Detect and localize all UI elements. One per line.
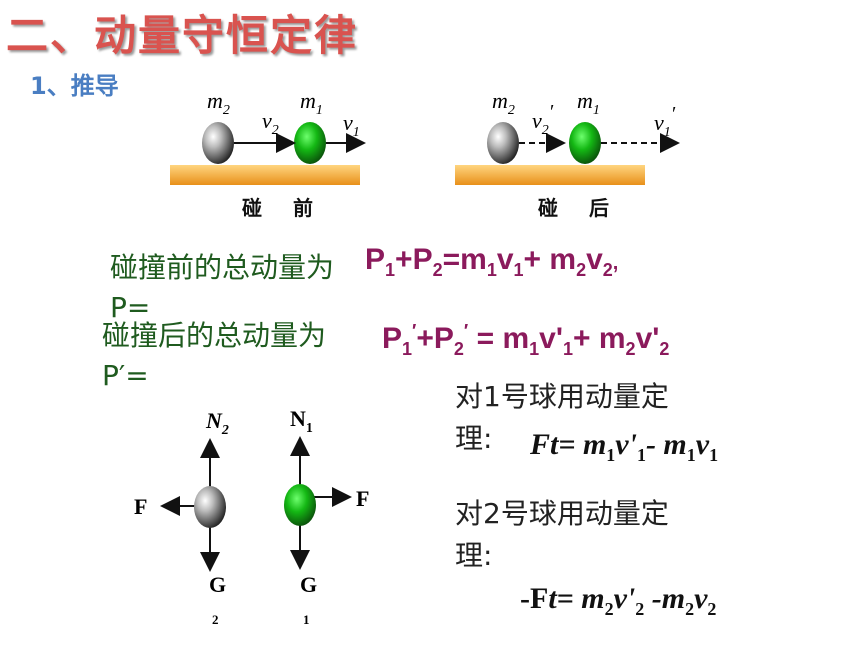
ball-m1-force — [284, 484, 316, 526]
caption-after: 碰 后 — [538, 196, 621, 220]
ball-m2-before — [202, 122, 234, 164]
label-f-left: F — [134, 494, 147, 519]
label-v1-after: v1′ — [654, 103, 676, 140]
theorem2-text: 对2号球用动量定理: — [455, 497, 669, 572]
label-g1: G — [300, 572, 317, 597]
label-v2-before: v2 — [262, 108, 279, 138]
label-n1: N1 — [290, 406, 313, 436]
label-m1-after: m1 — [577, 88, 600, 118]
theorem1-text: 对1号球用动量定理: — [455, 380, 669, 455]
label-g1-sub: 1 — [303, 612, 310, 627]
ball-m2-after — [487, 122, 519, 164]
ball-m2-force — [194, 486, 226, 528]
momentum-after-formula: P1′+P2′ = m1v'1+ m2v'2 — [382, 321, 670, 359]
ground-after — [455, 165, 645, 185]
theorem2-formula: -Ft= m2v'2 -m2v2 — [520, 582, 717, 619]
section-subtitle: 1、推导 — [30, 72, 119, 100]
label-m2-after: m2 — [492, 88, 515, 118]
diagram-after: m2 m1 v2′ v1′ — [455, 88, 680, 185]
label-v2-after: v2′ — [532, 101, 554, 138]
ball-m1-after — [569, 122, 601, 164]
label-v1-before: v1 — [343, 110, 360, 140]
momentum-after-label: 碰撞后的总动量为P′= — [102, 319, 327, 392]
ground-before — [170, 165, 360, 185]
label-f-right: F — [356, 486, 369, 511]
diagram-before: m2 m1 v2 v1 — [170, 88, 366, 185]
label-g2-sub: 2 — [212, 612, 219, 627]
momentum-before-formula: P1+P2=m1v1+ m2v2, — [365, 243, 619, 280]
ball-m1-before — [294, 122, 326, 164]
caption-before: 碰 前 — [242, 196, 325, 220]
force-diagram: N2 N1 F F G 2 G 1 — [134, 406, 369, 627]
label-g2: G — [209, 572, 226, 597]
collision-diagram: m2 m1 v2 v1 m2 m1 v2′ v1′ — [170, 88, 680, 185]
label-n2: N2 — [205, 408, 229, 438]
momentum-before-label: 碰撞前的总动量为P= — [110, 251, 335, 324]
page-title: 二、动量守恒定律 — [6, 11, 359, 60]
label-m1-before: m1 — [300, 88, 323, 118]
label-m2-before: m2 — [207, 88, 230, 118]
theorem1-formula: Ft= m1v'1- m1v1 — [530, 428, 719, 465]
